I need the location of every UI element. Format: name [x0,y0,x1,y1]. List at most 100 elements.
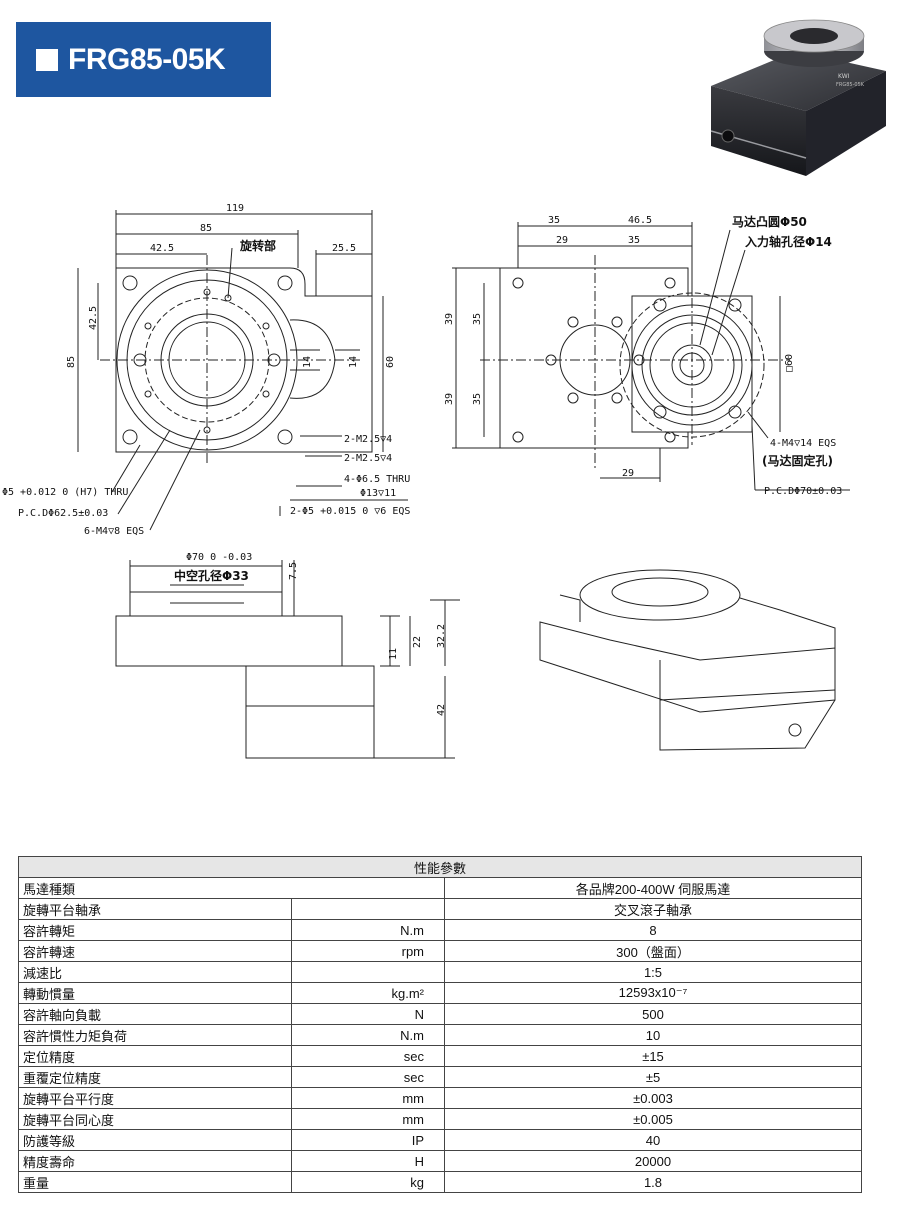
note-m2-5-b: 2-M2.5▽4 [344,453,392,464]
note-pcd-62-5: P.C.DΦ62.5±0.03 [18,508,108,519]
note-pcd-70: P.C.DΦ70±0.03 [764,486,842,497]
spec-value: 500 [444,1003,862,1025]
spec-name: 容許轉矩 [18,919,292,941]
top-view-drawing [77,210,408,531]
dim-35-b: 35 [628,235,640,246]
dim-32-2: 32.2 [436,624,447,648]
dim-60-vertical: 60 [385,356,396,368]
spec-unit: sec [291,1045,445,1067]
spec-value: ±0.003 [444,1087,862,1109]
spec-value: 交叉滾子軸承 [444,898,862,920]
dim-25-5: 25.5 [332,243,356,254]
dim-46-5: 46.5 [628,215,652,226]
spec-value: ±5 [444,1066,862,1088]
spec-unit: kg [291,1171,445,1193]
isometric-drawing [539,569,836,751]
dim-42: 42 [436,704,447,716]
label-input-bore: 入力轴孔径Φ14 [745,234,832,249]
dim-35-d: 35 [472,393,483,405]
note-dowel-pin: 2-Φ5 +0.015 0 ▽6 EQS [290,506,410,517]
bottom-view-drawing [452,222,850,491]
spec-table: 性能參數 馬達種類各品牌200-400W 伺服馬達旋轉平台軸承交叉滾子軸承容許轉… [18,856,862,1193]
dim-35-a: 35 [548,215,560,226]
spec-name: 馬達種類 [18,877,445,899]
technical-drawings: 119 85 42.5 旋转部 25.5 42.5 85 60 14 14 2-… [2,203,850,759]
dim-39-b: 39 [444,393,455,405]
spec-name: 容許慣性力矩負荷 [18,1024,292,1046]
table-row: 馬達種類各品牌200-400W 伺服馬達 [18,877,862,899]
dim-119: 119 [226,203,244,214]
product-photo: KWI FRG85-05K [710,19,886,176]
label-rotating-part: 旋转部 [239,238,276,253]
spec-unit [291,961,445,983]
spec-unit: H [291,1150,445,1172]
dim-42-5: 42.5 [150,243,174,254]
spec-unit: N.m [291,919,445,941]
dim-85-vertical: 85 [66,356,77,368]
note-m4-14: 4-M4▽14 EQS [770,438,836,449]
spec-unit: rpm [291,940,445,962]
side-view-drawing [115,560,460,759]
dim-22: 22 [412,636,423,648]
note-bore: Φ5 +0.012 0 (H7) THRU [2,487,128,498]
spec-name: 容許軸向負載 [18,1003,292,1025]
table-row: 旋轉平台軸承 交叉滾子軸承 [18,898,862,920]
spec-name: 旋轉平台平行度 [18,1087,292,1109]
spec-name: 重量 [18,1171,292,1193]
spec-name: 重覆定位精度 [18,1066,292,1088]
spec-name: 旋轉平台同心度 [18,1108,292,1130]
note-m4-holes: 6-M4▽8 EQS [84,526,144,537]
spec-table-title: 性能參數 [18,856,862,878]
dim-14-b: 14 [348,356,359,368]
dim-square-60: □60 [784,354,795,372]
photo-label-2: FRG85-05K [836,82,865,88]
dim-29-b: 29 [622,468,634,479]
dim-11: 11 [388,648,399,660]
spec-unit: mm [291,1087,445,1109]
spec-name: 減速比 [18,961,292,983]
dim-29-a: 29 [556,235,568,246]
note-thru-holes: 4-Φ6.5 THRU [344,474,410,485]
spec-value: 各品牌200-400W 伺服馬達 [444,877,862,899]
note-m2-5-a: 2-M2.5▽4 [344,434,392,445]
model-title: FRG85-05K [68,42,226,76]
note-motor-fix: (马达固定孔) [762,453,833,468]
spec-value: ±0.005 [444,1108,862,1130]
photo-label-1: KWI [838,73,850,80]
spec-value: 40 [444,1129,862,1151]
spec-name: 旋轉平台軸承 [18,898,292,920]
spec-table-header: 性能參數 [18,856,862,878]
spec-name: 防護等級 [18,1129,292,1151]
spec-value: 8 [444,919,862,941]
model-title-box: FRG85-05K [16,22,271,97]
title-square-icon [36,48,58,71]
spec-unit: kg.m² [291,982,445,1004]
spec-name: 精度壽命 [18,1150,292,1172]
label-hollow-bore: 中空孔径Φ33 [174,568,249,583]
dim-85-top: 85 [200,223,212,234]
spec-value: 1.8 [444,1171,862,1193]
dim-39-a: 39 [444,313,455,325]
label-motor-boss: 马达凸圆Φ50 [732,214,807,229]
dim-phi70: Φ70 0 -0.03 [186,552,252,563]
spec-unit: sec [291,1066,445,1088]
spec-value: ±15 [444,1045,862,1067]
dim-14-a: 14 [302,356,313,368]
spec-name: 定位精度 [18,1045,292,1067]
dim-42-5-vertical: 42.5 [88,306,99,330]
spec-value: 10 [444,1024,862,1046]
spec-unit: mm [291,1108,445,1130]
